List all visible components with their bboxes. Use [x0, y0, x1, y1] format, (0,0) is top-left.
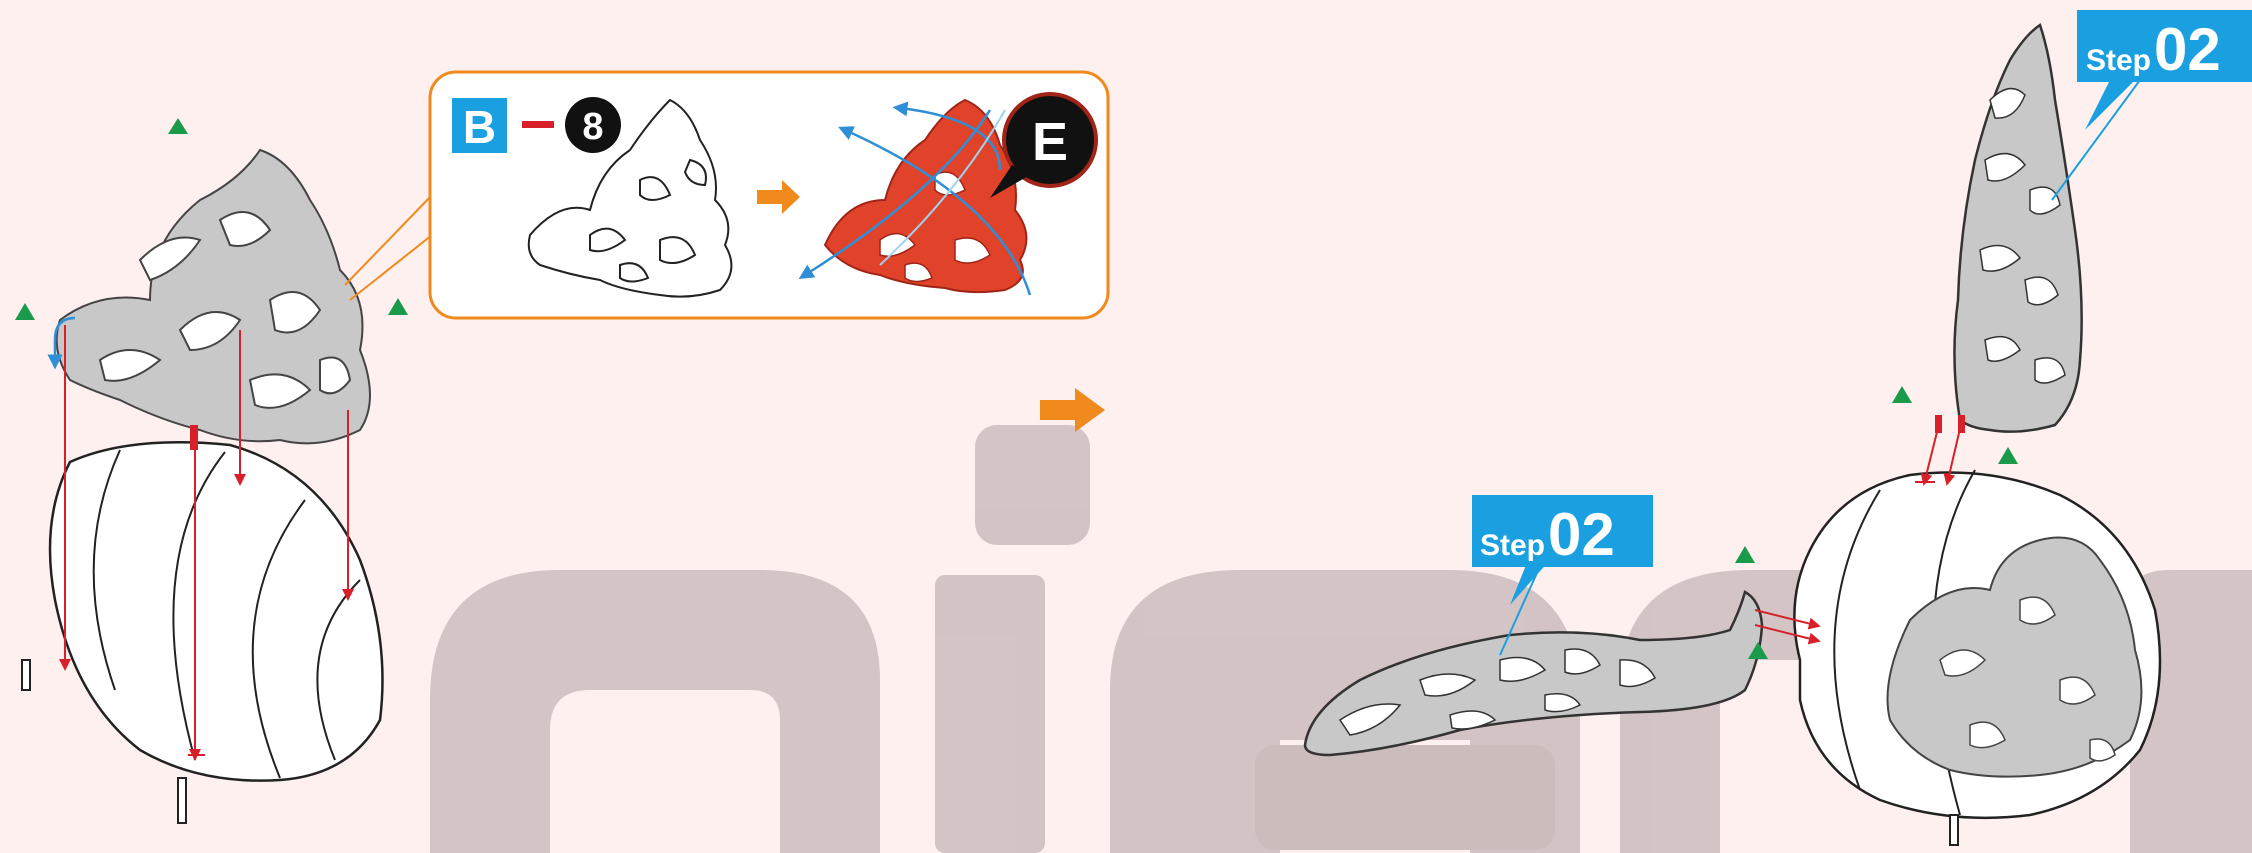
step-badge-number: 02 — [2154, 16, 2221, 83]
dome-assembled — [1793, 469, 2162, 846]
callout-leader — [344, 194, 433, 301]
dome-segment-line — [92, 449, 121, 691]
part-letter: B — [463, 101, 496, 153]
ornate-crossing-line — [879, 109, 1006, 266]
green-triangle-marker — [388, 298, 408, 315]
dome-segment-line — [172, 451, 226, 761]
rotate-arrow-blue — [47, 316, 76, 370]
step-badge-box — [2077, 10, 2252, 82]
step-badge-pointer — [2085, 80, 2135, 130]
target-letter-circle — [1002, 92, 1098, 188]
step-badge-number: 02 — [1548, 501, 1615, 568]
green-triangle-marker — [1735, 546, 1755, 563]
target-letter-pointer — [990, 165, 1030, 198]
dome-foot — [1949, 814, 1959, 846]
step-badge: Step02 — [2051, 10, 2252, 201]
green-triangle-marker — [1892, 386, 1912, 403]
step-badge-prefix: Step — [2086, 44, 2151, 77]
next-step-arrow-icon — [1040, 388, 1105, 432]
tab — [1935, 415, 1942, 433]
right-assembly — [1303, 23, 2162, 846]
detail-callout: B 8 E — [428, 70, 1110, 320]
step-badge-box — [1472, 495, 1653, 567]
ornate-part-gray — [55, 148, 371, 445]
green-triangle-marker — [1998, 447, 2018, 464]
wing-vertical — [1953, 23, 2083, 433]
part-dash — [522, 121, 554, 128]
target-letter: E — [1032, 112, 1068, 172]
step-badge-text: Step02 — [1480, 501, 1615, 568]
dome-segment-line — [251, 499, 306, 779]
dome-foot — [21, 659, 31, 691]
step-badge: Step02 — [1472, 495, 1653, 656]
green-triangle-marker — [168, 118, 188, 134]
green-triangle-marker — [1748, 642, 1768, 659]
left-assembly — [15, 118, 408, 824]
step-badge-leader — [2051, 79, 2141, 201]
step-badge-text: Step02 — [2086, 16, 2221, 83]
rotation-arrows-blue — [798, 101, 1032, 296]
ornate-piece-red — [823, 98, 1028, 294]
dome-body — [48, 441, 384, 782]
guide-arrows-red — [59, 325, 354, 761]
wing-horizontal — [1303, 590, 1764, 757]
ornate-piece-outline — [527, 98, 733, 298]
dome-foot — [177, 777, 187, 824]
green-triangle-marker — [15, 303, 35, 320]
green-markers — [15, 118, 408, 320]
tab — [1958, 415, 1965, 433]
green-markers — [1735, 386, 2018, 659]
part-letter-box — [452, 98, 507, 153]
part-number: 8 — [582, 106, 603, 148]
orange-arrow-icon — [757, 180, 800, 214]
step-badge-pointer — [1510, 560, 1550, 605]
step-badge-prefix: Step — [1480, 529, 1545, 562]
part-number-circle — [565, 97, 621, 153]
